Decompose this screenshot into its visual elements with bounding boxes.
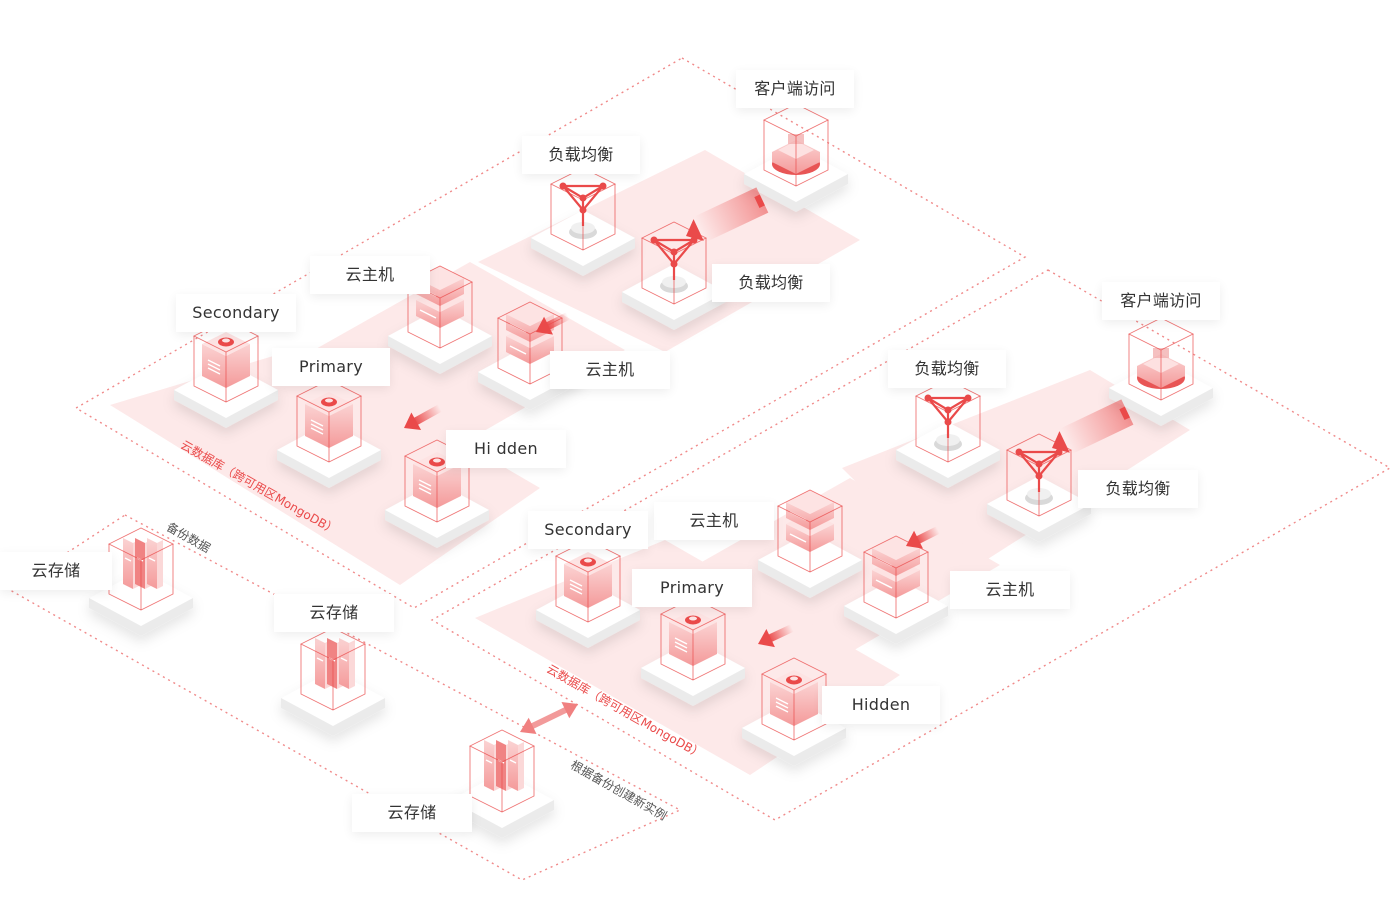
client-device-icon [1109, 317, 1213, 426]
cloud-host-icon [844, 535, 948, 644]
cloud-host-label: 云主机 [310, 256, 430, 294]
client-device-icon [744, 103, 848, 212]
primary-label: Primary [272, 348, 390, 386]
database-icon [536, 539, 640, 648]
client-label: 客户端访问 [1102, 282, 1220, 320]
client-label: 客户端访问 [736, 70, 854, 108]
flow-arrow [905, 526, 940, 549]
cloud-storage-label: 云存储 [352, 794, 472, 832]
load-balancer-label: 负载均衡 [522, 136, 640, 174]
secondary-label: Secondary [528, 511, 648, 549]
secondary-label: Secondary [176, 294, 296, 332]
load-balancer-icon [987, 433, 1091, 542]
flow-arrow [757, 624, 794, 648]
cloud-storage-label: 云存储 [274, 594, 394, 632]
cloud-storage-icon [89, 527, 193, 636]
primary-label: Primary [632, 569, 752, 607]
database-icon [174, 319, 278, 428]
client-traffic-arrow [1052, 399, 1134, 454]
cloud-storage-label: 云存储 [0, 552, 112, 590]
cloud-host-icon [758, 489, 862, 598]
database-icon [385, 439, 489, 548]
cloud-host-label: 云主机 [550, 351, 670, 389]
cloud-storage-icon [281, 627, 385, 736]
cloud-storage-icon [450, 729, 554, 838]
restore-arrow [520, 701, 579, 735]
client-traffic-arrow [686, 187, 769, 242]
load-balancer-icon [531, 167, 635, 276]
flow-arrow [404, 404, 442, 430]
database-icon [742, 657, 846, 766]
cloud-host-label: 云主机 [950, 571, 1070, 609]
load-balancer-label: 负载均衡 [712, 264, 830, 302]
load-balancer-label: 负载均衡 [888, 350, 1006, 388]
region-cluster1 [74, 57, 1027, 609]
hidden-label: Hi dden [446, 430, 566, 468]
load-balancer-icon [622, 221, 726, 330]
cloud-host-label: 云主机 [654, 502, 774, 540]
flow-arrow [535, 312, 570, 335]
load-balancer-label: 负载均衡 [1078, 470, 1198, 508]
load-balancer-icon [896, 379, 1000, 488]
hidden-label: Hidden [822, 686, 940, 724]
